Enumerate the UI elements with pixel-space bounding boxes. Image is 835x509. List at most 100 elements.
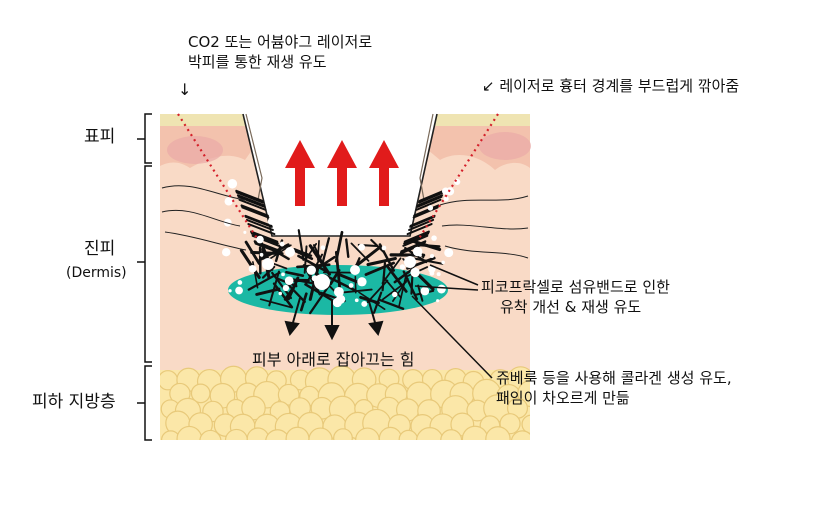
fiber-strand bbox=[268, 270, 280, 307]
fiber-strand bbox=[247, 271, 281, 291]
collagen-dot bbox=[306, 265, 316, 275]
collagen-dot bbox=[420, 286, 430, 296]
collagen-dot bbox=[280, 224, 286, 229]
collagen-dot bbox=[235, 286, 243, 295]
collagen-dot bbox=[399, 264, 406, 270]
down-arrow-icon bbox=[284, 297, 384, 341]
collagen-dot bbox=[222, 247, 231, 257]
dermis-label: 진피 bbox=[84, 239, 116, 259]
fiber-strand bbox=[255, 287, 281, 296]
fiber-strand bbox=[403, 231, 430, 244]
collagen-dot bbox=[227, 179, 238, 189]
collagen-dot bbox=[279, 241, 285, 247]
fat-cell bbox=[285, 426, 310, 440]
fat-cell bbox=[224, 428, 249, 440]
collagen-dot bbox=[390, 209, 401, 220]
fat-cell bbox=[160, 430, 181, 440]
fiber-strand bbox=[381, 281, 407, 301]
fiber-strand bbox=[254, 241, 283, 254]
collagen-dot bbox=[444, 248, 454, 258]
fiber-strand bbox=[416, 195, 443, 208]
laser-boundary-right bbox=[417, 113, 499, 241]
fiber-strand bbox=[236, 194, 265, 207]
collagen-dot bbox=[402, 205, 409, 213]
collagen-dot bbox=[430, 253, 435, 258]
fiber-strand bbox=[235, 191, 264, 204]
fiber-strand bbox=[412, 206, 439, 219]
fiber-strand bbox=[410, 257, 444, 265]
picopractcell-label-line2: 유착 개선 & 재생 유도 bbox=[500, 298, 642, 316]
fiber-strand bbox=[402, 234, 429, 247]
fat-cell bbox=[378, 426, 403, 440]
fiber-strand bbox=[241, 206, 270, 219]
collagen-dot bbox=[400, 221, 404, 226]
dermis-fiber-lines bbox=[161, 185, 529, 259]
fat-cell bbox=[355, 427, 380, 440]
collagen-dot bbox=[427, 205, 434, 211]
laser-edge-label: ↙ 레이저로 흉터 경계를 부드럽게 깎아줌 bbox=[482, 77, 740, 95]
fiber-strand bbox=[238, 198, 267, 211]
fiber-strand bbox=[285, 270, 305, 278]
fat-cell bbox=[415, 427, 444, 440]
collagen-dot bbox=[392, 291, 398, 298]
collagen-dot bbox=[282, 284, 290, 292]
fiber-strand bbox=[237, 195, 266, 208]
picopractcell-label: 피코프락셀로 섬유밴드로 인한 bbox=[481, 278, 670, 296]
collagen-dot bbox=[404, 256, 416, 268]
collagen-dot bbox=[365, 194, 371, 200]
collagen-dot bbox=[237, 280, 243, 285]
collagen-dot bbox=[278, 291, 283, 296]
fiber-strand bbox=[417, 194, 444, 207]
juvelook-label: 쥬베룩 등을 사용해 콜라겐 생성 유도, bbox=[496, 369, 732, 387]
fiber-strand bbox=[338, 273, 363, 285]
fat-cell bbox=[521, 414, 530, 434]
collagen-dot bbox=[320, 245, 326, 251]
collagen-dot bbox=[336, 294, 346, 304]
up-arrow-icon bbox=[285, 140, 399, 206]
fiber-strand bbox=[309, 284, 330, 315]
collagen-dot bbox=[259, 252, 264, 257]
fiber-strand bbox=[312, 244, 324, 264]
fiber-strand bbox=[240, 204, 269, 217]
co2-laser-label: CO2 또는 어븀야그 레이저로 bbox=[188, 33, 373, 51]
fiber-strand bbox=[254, 242, 283, 255]
fiber-strand bbox=[244, 215, 273, 228]
collagen-dot bbox=[333, 286, 344, 297]
fiber-strand bbox=[415, 198, 442, 211]
fiber-strand bbox=[259, 298, 293, 309]
skin-lump-right bbox=[479, 132, 531, 160]
collagen-dot bbox=[324, 186, 328, 191]
collagen-dot bbox=[350, 265, 360, 275]
epidermis-label: 표피 bbox=[84, 127, 116, 147]
fiber-strand bbox=[413, 204, 440, 217]
co2-down-arrow-icon: ↓ bbox=[178, 80, 192, 99]
fat-cell bbox=[176, 425, 203, 440]
fat-cell bbox=[517, 379, 530, 408]
fiber-strand bbox=[364, 261, 395, 276]
fiber-strand bbox=[366, 256, 397, 267]
bracket-icon bbox=[137, 113, 152, 441]
collagen-dot bbox=[273, 195, 281, 203]
collagen-dot bbox=[224, 197, 233, 206]
fiber-strand bbox=[398, 272, 408, 308]
fiber-strand bbox=[358, 291, 386, 310]
collagen-dot bbox=[412, 246, 423, 257]
collagen-dot bbox=[437, 284, 446, 294]
collagen-dot bbox=[248, 264, 257, 273]
collagen-dot bbox=[431, 235, 437, 241]
collagen-dot bbox=[361, 300, 368, 307]
fiber-strand bbox=[399, 242, 426, 255]
collagen-dot bbox=[410, 185, 417, 192]
crater-wall-left bbox=[245, 113, 263, 201]
fat-cell bbox=[265, 429, 290, 440]
fiber-strand bbox=[345, 238, 350, 259]
subcutaneous-label: 피하 지방층 bbox=[32, 392, 116, 412]
fiber-strand bbox=[258, 243, 290, 262]
fiber-strand bbox=[293, 248, 313, 257]
fat-cell bbox=[199, 429, 222, 440]
collagen-dot bbox=[436, 299, 440, 303]
collagen-dot bbox=[276, 205, 283, 212]
fiber-strand bbox=[354, 246, 382, 268]
collagen-dot bbox=[354, 298, 359, 303]
